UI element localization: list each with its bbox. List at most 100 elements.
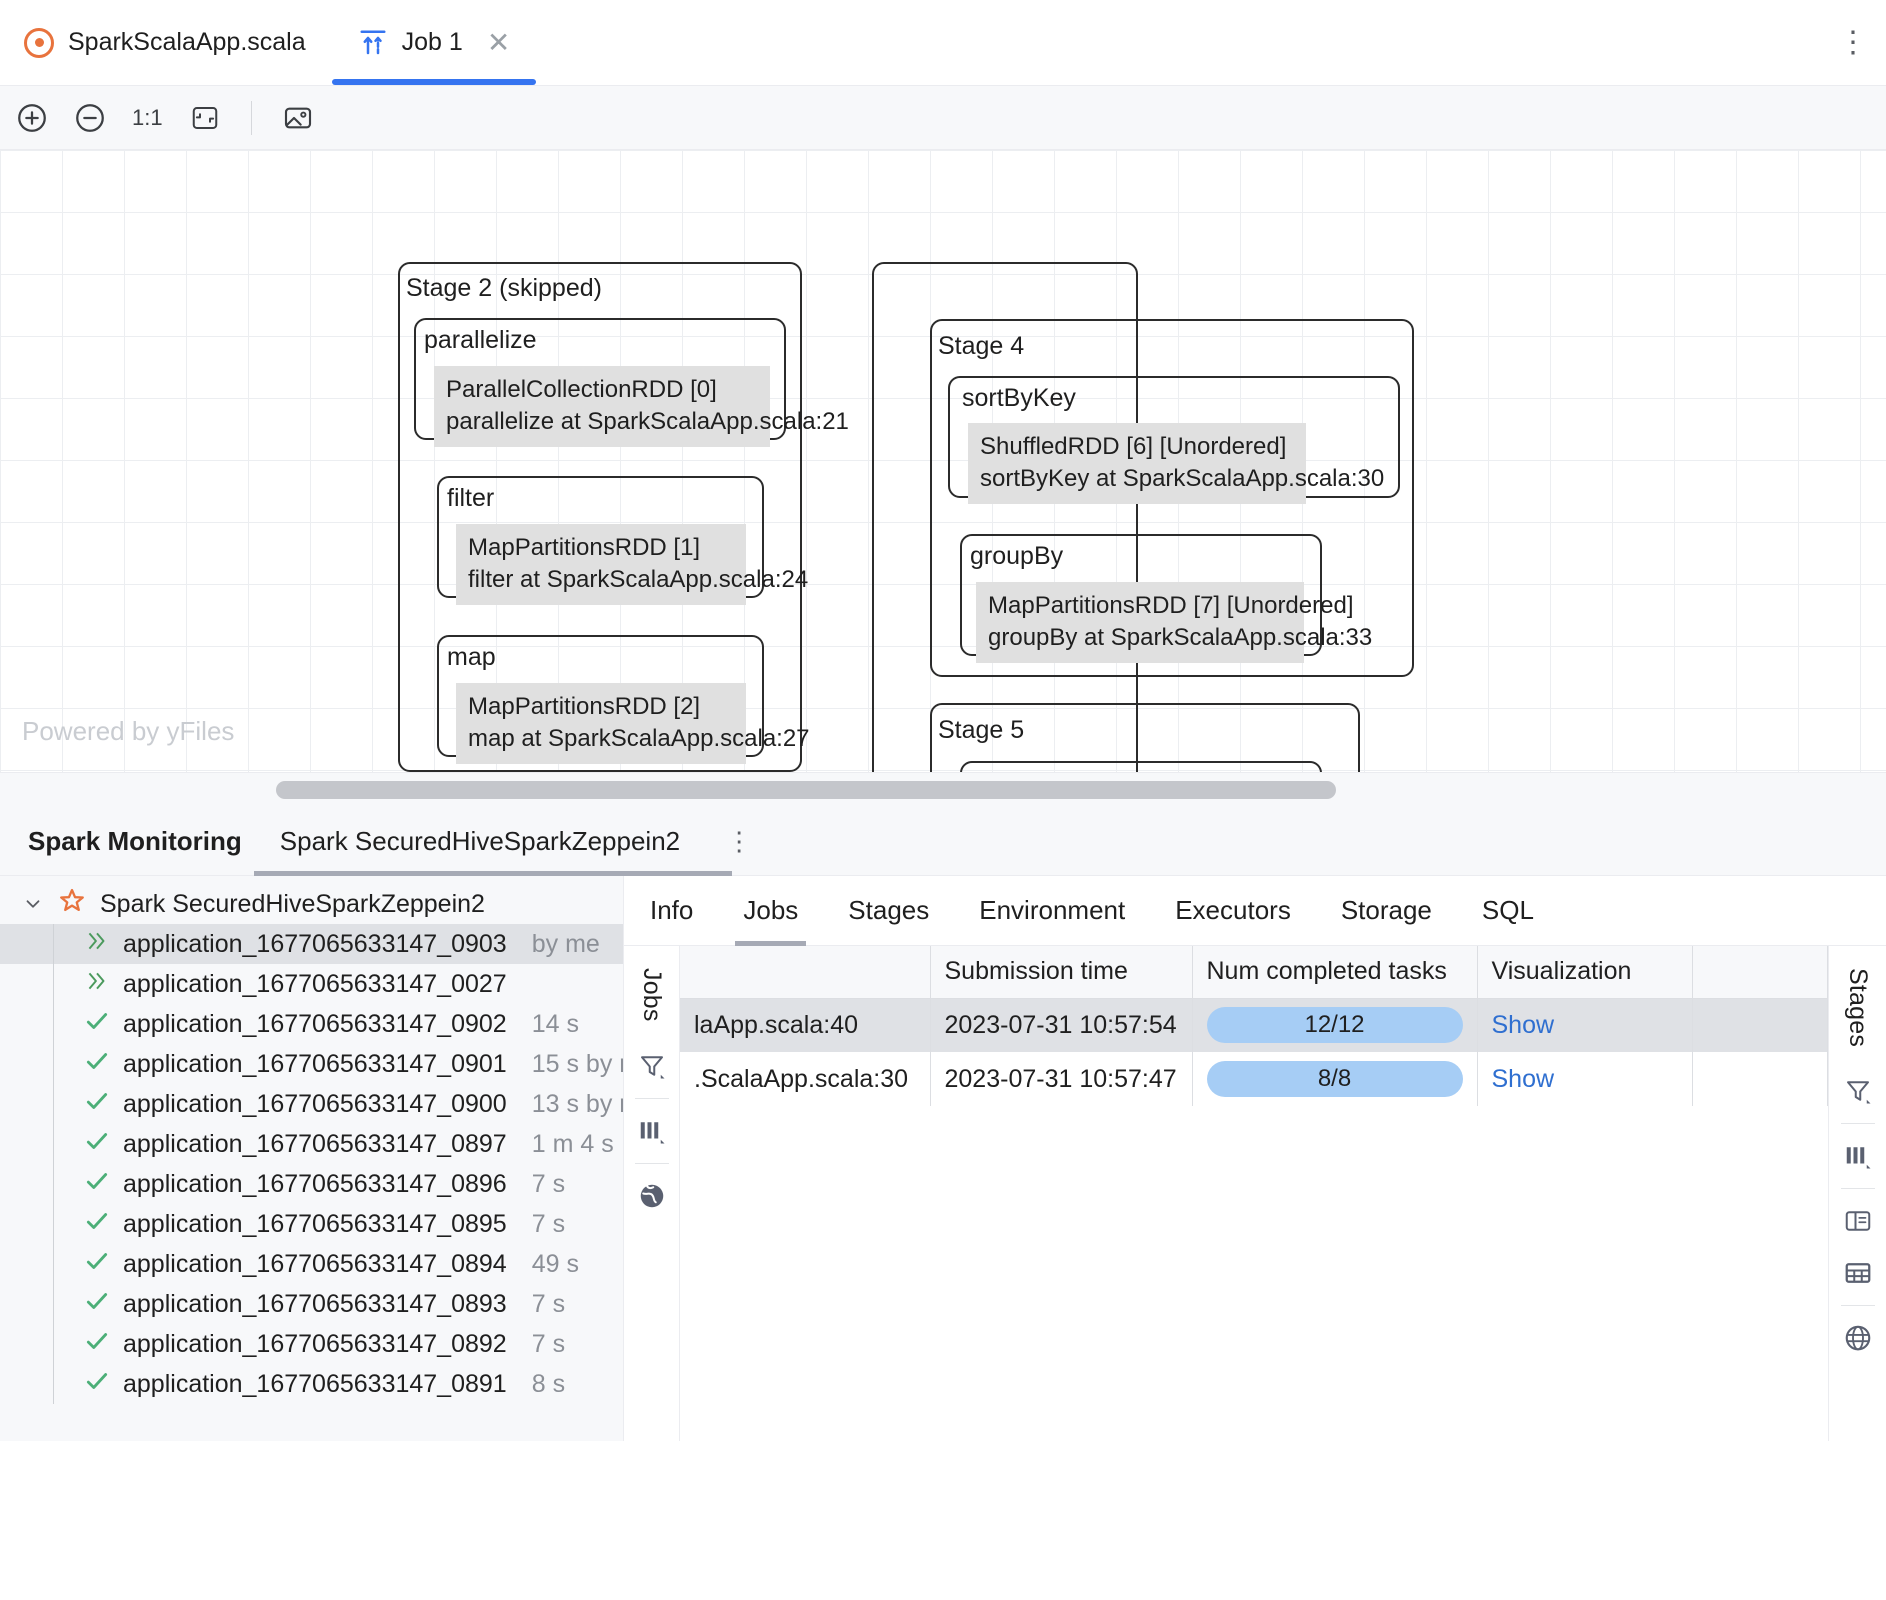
list-item[interactable]: application_1677065633147_0893 7 s bbox=[0, 1284, 623, 1324]
jobs-table: Submission time Num completed tasks Visu… bbox=[680, 946, 1828, 1106]
list-item[interactable]: application_1677065633147_0897 1 m 4 s bbox=[0, 1124, 623, 1164]
strip-divider bbox=[1840, 1188, 1875, 1190]
export-image-icon[interactable] bbox=[280, 100, 316, 136]
zoom-in-icon[interactable] bbox=[14, 100, 50, 136]
filter-icon[interactable] bbox=[630, 1040, 674, 1092]
list-item[interactable]: application_1677065633147_0896 7 s bbox=[0, 1164, 623, 1204]
stage-group-box[interactable] bbox=[872, 262, 1138, 772]
column-header-num-completed-tasks[interactable]: Num completed tasks bbox=[1192, 946, 1478, 999]
application-id: application_1677065633147_0897 bbox=[123, 1129, 507, 1158]
op-title: filter bbox=[447, 484, 495, 512]
globe-icon[interactable] bbox=[630, 1170, 674, 1222]
rdd-line-1: ParallelCollectionRDD [0] bbox=[446, 376, 717, 403]
job-graph-icon bbox=[358, 28, 388, 58]
tab-stages[interactable]: Stages bbox=[848, 895, 930, 925]
cell-description: laApp.scala:40 bbox=[680, 998, 931, 1052]
tree-guide-line bbox=[53, 1004, 54, 1044]
tab-info[interactable]: Info bbox=[650, 895, 694, 925]
stages-strip-label: Stages bbox=[1844, 968, 1872, 1048]
zoom-out-icon[interactable] bbox=[72, 100, 108, 136]
show-visualization-link[interactable]: Show bbox=[1491, 1064, 1555, 1093]
editor-more-actions-icon[interactable]: ⋮ bbox=[1838, 25, 1868, 59]
list-item[interactable]: application_1677065633147_0894 49 s bbox=[0, 1244, 623, 1284]
stage-box-2[interactable] bbox=[398, 262, 802, 772]
rdd-node[interactable]: ParallelCollectionRDD [0] parallelize at… bbox=[434, 366, 849, 448]
rdd-node[interactable]: ShuffledRDD [6] [Unordered] sortByKey at… bbox=[968, 423, 1384, 505]
cell-submission-time: 2023-07-31 10:57:54 bbox=[930, 998, 1193, 1052]
cell-num-completed-tasks: 8/8 bbox=[1192, 1052, 1478, 1106]
tool-window-options-icon[interactable]: ⋮ bbox=[726, 826, 753, 856]
success-check-icon bbox=[84, 1368, 110, 1401]
list-item[interactable]: application_1677065633147_0902 14 s bbox=[0, 1004, 623, 1044]
progress-bar: 8/8 bbox=[1206, 1061, 1463, 1097]
tool-window-tab-connection[interactable]: Spark SecuredHiveSparkZeppein2 bbox=[253, 808, 733, 876]
editor-tab-scala-file[interactable]: SparkScalaApp.scala bbox=[0, 0, 332, 85]
globe-icon[interactable] bbox=[1836, 1312, 1880, 1364]
application-id: application_1677065633147_0892 bbox=[123, 1329, 507, 1358]
list-item[interactable]: application_1677065633147_0903 by me bbox=[0, 924, 623, 964]
rdd-node[interactable]: MapPartitionsRDD [2] map at SparkScalaAp… bbox=[456, 683, 810, 765]
success-check-icon bbox=[84, 1168, 110, 1201]
list-item[interactable]: application_1677065633147_0027 bbox=[0, 964, 623, 1004]
strip-divider bbox=[1840, 1305, 1875, 1307]
rdd-node[interactable]: MapPartitionsRDD [1] filter at SparkScal… bbox=[456, 524, 808, 606]
table-icon[interactable] bbox=[1836, 1247, 1880, 1299]
list-item[interactable]: application_1677065633147_0892 7 s bbox=[0, 1324, 623, 1364]
tree-guide-line bbox=[53, 1284, 54, 1324]
column-header-description[interactable] bbox=[680, 946, 931, 999]
table-header-row: Submission time Num completed tasks Visu… bbox=[680, 946, 1828, 999]
job-dag-canvas[interactable]: Stage 2 (skipped) parallelize ParallelCo… bbox=[0, 150, 1886, 772]
columns-icon[interactable] bbox=[1836, 1130, 1880, 1182]
application-meta: 7 s bbox=[531, 1289, 566, 1318]
editor-tab-job[interactable]: Job 1 ✕ bbox=[331, 0, 537, 85]
fit-content-icon[interactable] bbox=[187, 100, 223, 136]
filter-icon[interactable] bbox=[1836, 1065, 1880, 1117]
cell-visualization: Show bbox=[1477, 998, 1693, 1052]
column-header-submission-time[interactable]: Submission time bbox=[930, 946, 1193, 999]
application-id: application_1677065633147_0893 bbox=[123, 1289, 507, 1318]
application-meta: 14 s bbox=[531, 1009, 579, 1038]
show-visualization-link[interactable]: Show bbox=[1491, 1010, 1555, 1039]
stage-box-4[interactable] bbox=[930, 319, 1414, 677]
tree-root-node[interactable]: Spark SecuredHiveSparkZeppein2 bbox=[0, 884, 623, 924]
spark-monitoring-panel: Spark SecuredHiveSparkZeppein2 applicati… bbox=[0, 876, 1886, 1441]
tab-environment[interactable]: Environment bbox=[979, 895, 1126, 925]
tab-executors[interactable]: Executors bbox=[1175, 895, 1291, 925]
rdd-line-2: map at SparkScalaApp.scala:27 bbox=[468, 724, 810, 752]
table-row[interactable]: .ScalaApp.scala:30 2023-07-31 10:57:47 8… bbox=[680, 1052, 1828, 1106]
details-panel-icon[interactable] bbox=[1836, 1195, 1880, 1247]
application-meta: 7 s bbox=[531, 1169, 566, 1198]
list-item[interactable]: application_1677065633147_0900 13 s by m… bbox=[0, 1084, 623, 1124]
application-meta: 1 m 4 s bbox=[531, 1129, 614, 1158]
application-meta: 13 s by me bbox=[531, 1089, 623, 1118]
stage-title: Stage 4 bbox=[938, 332, 1025, 360]
columns-icon[interactable] bbox=[630, 1105, 674, 1157]
list-item[interactable]: application_1677065633147_0895 7 s bbox=[0, 1204, 623, 1244]
tree-guide-line bbox=[53, 1204, 54, 1244]
application-tree[interactable]: Spark SecuredHiveSparkZeppein2 applicati… bbox=[0, 876, 624, 1441]
strip-divider bbox=[634, 1162, 669, 1164]
list-item[interactable]: application_1677065633147_0891 8 s bbox=[0, 1364, 623, 1404]
jobs-table-container[interactable]: Submission time Num completed tasks Visu… bbox=[680, 946, 1828, 1441]
column-header-visualization[interactable]: Visualization bbox=[1477, 946, 1693, 999]
application-id: application_1677065633147_0902 bbox=[123, 1009, 507, 1038]
tab-storage[interactable]: Storage bbox=[1340, 895, 1432, 925]
chevron-down-icon[interactable] bbox=[22, 893, 44, 915]
rdd-line-1: MapPartitionsRDD [2] bbox=[468, 693, 701, 720]
tree-guide-line bbox=[53, 1044, 54, 1084]
running-icon bbox=[84, 928, 110, 961]
tab-sql[interactable]: SQL bbox=[1481, 895, 1534, 925]
close-icon[interactable]: ✕ bbox=[486, 26, 511, 58]
table-row[interactable]: laApp.scala:40 2023-07-31 10:57:54 12/12… bbox=[680, 998, 1828, 1052]
application-id: application_1677065633147_0903 bbox=[123, 929, 507, 958]
graph-horizontal-scrollbar[interactable] bbox=[0, 772, 1886, 808]
scrollbar-thumb[interactable] bbox=[276, 781, 1336, 799]
zoom-level-label[interactable]: 1:1 bbox=[132, 104, 163, 130]
tree-guide-line bbox=[53, 924, 54, 964]
jobs-side-strip: Jobs bbox=[624, 946, 680, 1441]
tab-jobs[interactable]: Jobs bbox=[735, 876, 807, 946]
list-item[interactable]: application_1677065633147_0901 15 s by m… bbox=[0, 1044, 623, 1084]
stage-box-5[interactable] bbox=[930, 703, 1360, 772]
rdd-node[interactable]: MapPartitionsRDD [7] [Unordered] groupBy… bbox=[976, 582, 1372, 664]
stages-side-strip: Stages bbox=[1828, 946, 1886, 1441]
